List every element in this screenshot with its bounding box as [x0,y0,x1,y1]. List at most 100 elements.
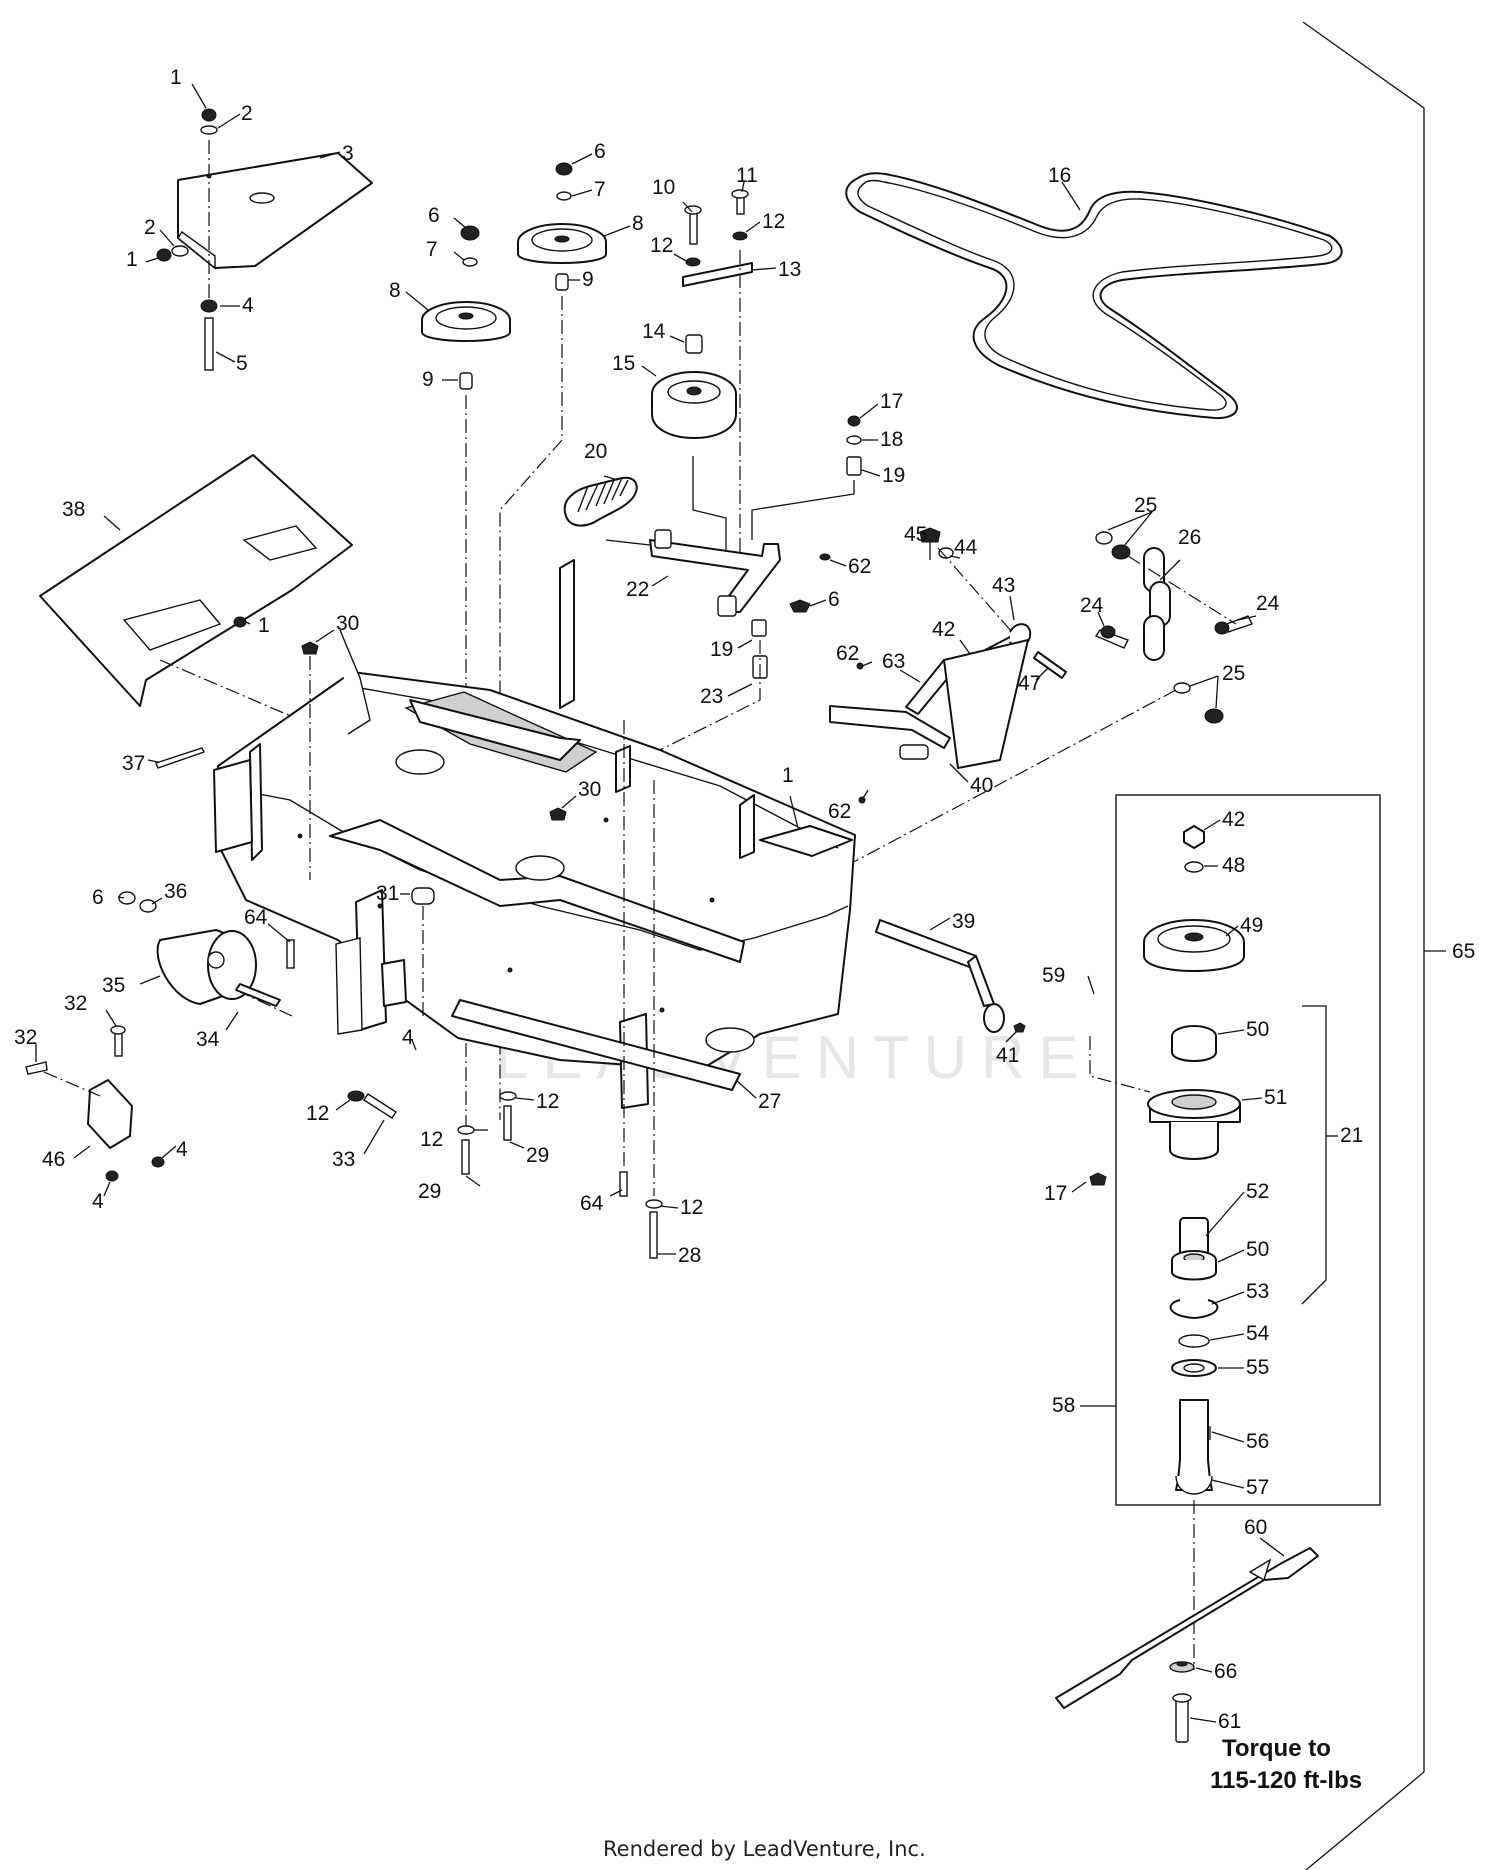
callout: 19 [710,638,733,661]
mower-blade [1055,1547,1319,1743]
callout: 32 [64,992,87,1015]
callout: 37 [122,752,145,775]
callout: 8 [389,279,401,302]
callout: 20 [584,440,607,463]
callout: 34 [196,1028,220,1051]
callout: 19 [882,464,905,487]
callout: 42 [932,618,955,641]
callout: 42 [1222,808,1245,831]
callout: 14 [642,320,666,343]
callout: 1 [782,764,794,787]
callout: 12 [306,1102,329,1125]
callout: 15 [612,352,635,375]
torque-note-line2: 115-120 ft-lbs [1210,1767,1362,1794]
pivot-rod [875,919,1026,1033]
spindle-assembly [1089,825,1245,1670]
gauge-wheel [118,891,293,1017]
callout: 25 [1222,662,1245,685]
spindle-box [1115,794,1381,1506]
leader-lines [35,83,1338,1723]
callout: 39 [952,910,975,933]
callout: 56 [1246,1430,1269,1453]
callout: 38 [62,498,85,521]
callout: 47 [1018,672,1041,695]
callout: 45 [904,523,927,546]
callout: 50 [1246,1018,1269,1041]
callout: 12 [650,234,673,257]
callout: 51 [1264,1086,1287,1109]
callout: 4 [92,1190,104,1213]
callout: 35 [102,974,125,997]
callout: 44 [954,536,978,559]
pulley-center-stack [499,162,607,1120]
callout: 64 [580,1192,604,1215]
callout: 7 [594,178,606,201]
callout: 4 [242,294,254,317]
torque-note-line1: Torque to [1222,1735,1331,1762]
callout: 65 [1452,940,1475,963]
callout: 50 [1246,1238,1269,1261]
callout: 41 [996,1044,1019,1067]
callout: 64 [244,906,268,929]
idler-hardware [651,189,753,560]
callout: 22 [626,578,649,601]
callout: 54 [1246,1322,1270,1345]
callout: 55 [1246,1356,1269,1379]
callout: 9 [582,268,594,291]
callout: 13 [778,258,801,281]
callout: 48 [1222,854,1245,877]
callout: 30 [336,612,359,635]
assembly-bracket-65 [1302,21,1446,1870]
belt-shield [177,152,373,270]
mower-deck [213,559,856,1109]
callout: 63 [882,650,905,673]
callout: 6 [594,140,606,163]
pivot-hardware [751,415,862,540]
callout: 59 [1042,964,1065,987]
drive-belt [845,172,1343,420]
callout: 33 [332,1148,355,1171]
callout: 62 [848,555,871,578]
idler-spring [563,476,651,546]
callout: 24 [1256,592,1280,615]
callout: 16 [1048,164,1071,187]
callout: 29 [526,1144,549,1167]
deck-bolts [286,720,663,1259]
callout: 12 [420,1128,443,1151]
callout: 62 [828,800,851,823]
callout: 32 [14,1026,37,1049]
callout: 6 [92,886,104,909]
wheel-bracket [25,1025,165,1182]
callout: 23 [700,685,723,708]
callout: 9 [422,368,434,391]
footer-credit: Rendered by LeadVenture, Inc. [603,1837,926,1861]
callout: 3 [342,142,354,165]
callout: 8 [632,212,644,235]
idler-arm [619,529,831,771]
callout: 4 [176,1138,188,1161]
callout: 12 [536,1090,559,1113]
callout: 30 [578,778,601,801]
shield-hardware [156,108,218,371]
callout: 4 [402,1026,414,1049]
callout: 62 [836,642,859,665]
callout: 53 [1246,1280,1269,1303]
callout: 12 [762,210,785,233]
callout: 43 [992,574,1015,597]
callout: 25 [1134,494,1157,517]
callout: 49 [1240,914,1263,937]
callout: 17 [880,390,903,413]
callout: 10 [652,176,675,199]
callout: 24 [1080,594,1104,617]
callout: 6 [428,204,440,227]
callout: 17 [1044,1182,1067,1205]
callout: 46 [42,1148,65,1171]
callout: 2 [241,102,253,125]
callout: 66 [1214,1660,1237,1683]
callout: 1 [126,248,138,271]
callout-labels: 1 2 3 2 1 4 5 6 7 8 9 6 7 8 9 10 11 12 1… [14,66,1475,1733]
callout: 11 [736,164,758,187]
callout: 52 [1246,1180,1269,1203]
deck-hardware [155,641,567,1020]
callout: 5 [236,352,248,375]
